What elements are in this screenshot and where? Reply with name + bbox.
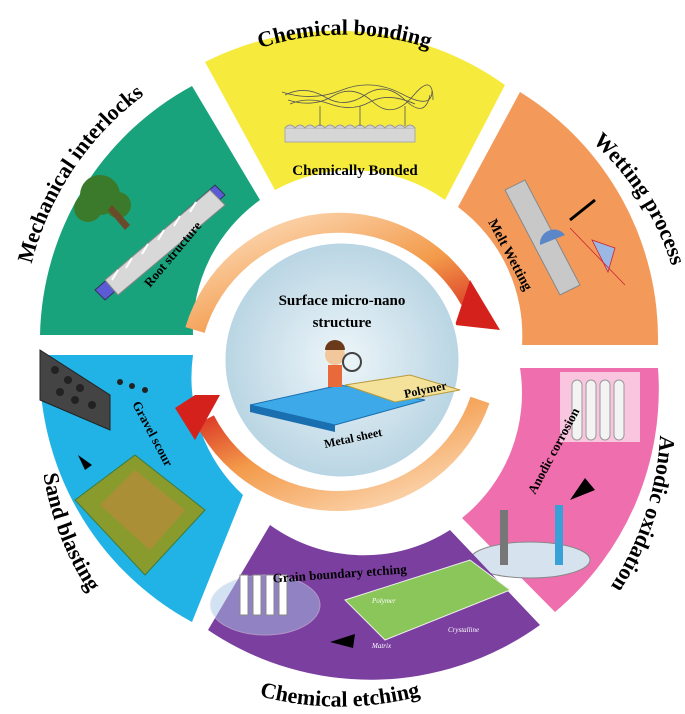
etching-label-crystalline: Crystalline — [448, 626, 479, 634]
segment-wetting-process: Melt Wetting — [458, 92, 659, 345]
segment-sand-blasting: Gravel scour — [39, 349, 244, 622]
segment-mechanical-interlocks: Root structure — [40, 86, 260, 335]
wetting-illustration — [504, 179, 626, 296]
segment-anodic-oxidation: Anodic corrosion — [462, 368, 659, 612]
center-illustration — [249, 340, 461, 432]
etching-label-polymer: Polymer — [371, 597, 396, 605]
center-hub: Surface micro-nano structure Polymer Met… — [222, 240, 462, 480]
anodic-illustration — [469, 372, 640, 579]
segment-chemical-etching: Grain boundary etching Polymer Crystalli… — [208, 525, 540, 680]
arrow-head-left — [175, 395, 220, 440]
etching-illustration — [209, 559, 512, 648]
etching-label-matrix: Matrix — [371, 642, 392, 650]
cycle-arrows — [175, 212, 500, 511]
center-title-line1: Surface micro-nano — [279, 293, 406, 309]
sand-blasting-illustration — [39, 349, 206, 576]
center-title-line2: structure — [313, 315, 372, 331]
chemical-bonding-caption: Chemically Bonded — [292, 163, 418, 179]
arrow-head-right — [455, 280, 500, 330]
title-chemical-etching: Chemical etching — [258, 677, 422, 712]
mechanical-interlocks-illustration — [74, 175, 226, 301]
chemical-bonding-illustration — [281, 84, 434, 143]
segment-chemical-bonding: Chemically Bonded — [205, 30, 505, 201]
